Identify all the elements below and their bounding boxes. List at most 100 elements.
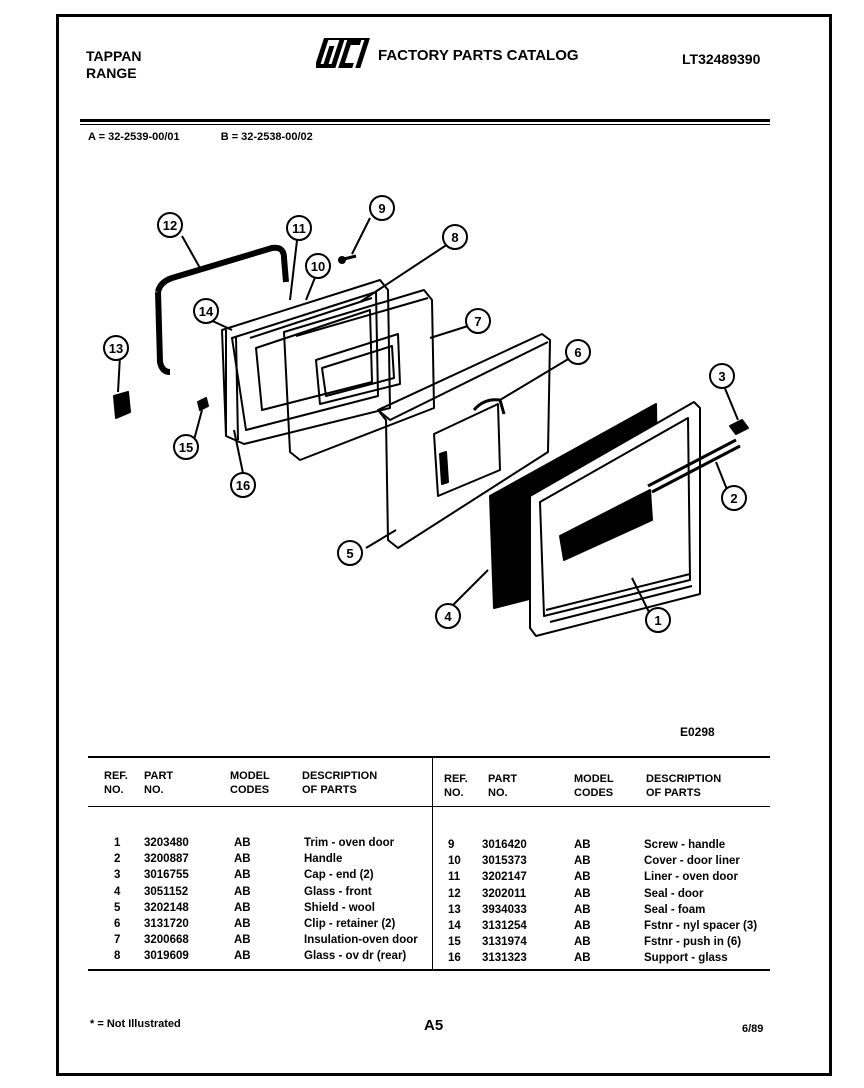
cell-ref: 3 bbox=[114, 869, 121, 882]
cell-desc: Support - glass bbox=[644, 952, 728, 965]
cell-desc: Cover - door liner bbox=[644, 855, 740, 868]
svg-text:14: 14 bbox=[199, 304, 214, 319]
svg-text:7: 7 bbox=[474, 314, 481, 329]
cell-desc: Glass - front bbox=[304, 885, 372, 898]
svg-text:4: 4 bbox=[444, 609, 452, 624]
cell-part: 3202148 bbox=[144, 901, 189, 914]
cell-ref: 13 bbox=[448, 903, 461, 916]
cell-part: 3934033 bbox=[482, 903, 527, 916]
cell-part: 3019609 bbox=[144, 950, 189, 963]
callout-3: 3 bbox=[709, 363, 735, 389]
svg-text:8: 8 bbox=[451, 230, 458, 245]
brand-line-1: TAPPAN bbox=[86, 48, 142, 64]
cell-ref: 12 bbox=[448, 887, 461, 900]
cell-ref: 1 bbox=[114, 837, 121, 849]
svg-text:10: 10 bbox=[311, 259, 325, 274]
callouts: 1 2 3 4 5 6 7 8 9 10 11 12 13 14 15 16 bbox=[103, 195, 747, 633]
cell-desc: Liner - oven door bbox=[644, 871, 738, 884]
callout-15: 15 bbox=[173, 434, 199, 460]
cell-codes: AB bbox=[574, 871, 591, 884]
header-model: MODEL CODES bbox=[230, 770, 270, 796]
cell-codes: AB bbox=[574, 920, 591, 932]
page-number: A5 bbox=[424, 1017, 444, 1034]
cell-codes: AB bbox=[574, 936, 591, 949]
cell-codes: AB bbox=[234, 869, 251, 882]
cell-part: 3131323 bbox=[482, 952, 527, 965]
cell-codes: AB bbox=[574, 887, 591, 900]
header-desc-right: DESCRIPTION OF PARTS bbox=[646, 773, 722, 799]
callout-1: 1 bbox=[645, 607, 671, 633]
cell-ref: 11 bbox=[448, 871, 461, 884]
shield-wool bbox=[377, 333, 551, 549]
header-part-right: PART NO. bbox=[488, 773, 518, 799]
header-desc: DESCRIPTION OF PARTS bbox=[302, 770, 378, 796]
cell-codes: AB bbox=[234, 885, 251, 898]
table-column-divider bbox=[432, 758, 433, 969]
cell-ref: 9 bbox=[448, 839, 455, 851]
header-rule-thin bbox=[80, 124, 770, 125]
cell-ref: 7 bbox=[114, 934, 121, 947]
svg-text:9: 9 bbox=[378, 201, 385, 216]
callout-13: 13 bbox=[103, 335, 129, 361]
cell-desc: Seal - foam bbox=[644, 903, 706, 916]
cell-part: 3016420 bbox=[482, 839, 527, 851]
page-frame bbox=[56, 14, 832, 1076]
cell-ref: 8 bbox=[114, 950, 121, 963]
header-model-right: MODEL CODES bbox=[574, 773, 614, 799]
svg-text:2: 2 bbox=[730, 491, 737, 506]
cell-codes: AB bbox=[234, 837, 251, 849]
date: 6/89 bbox=[742, 1023, 764, 1035]
catalog-title: FACTORY PARTS CATALOG bbox=[378, 47, 579, 64]
oven-door-liner bbox=[221, 279, 391, 445]
cell-ref: 16 bbox=[448, 952, 461, 965]
callout-8: 8 bbox=[442, 224, 468, 250]
cell-part: 3131254 bbox=[482, 920, 527, 932]
svg-text:3: 3 bbox=[718, 369, 725, 384]
handle bbox=[647, 438, 741, 494]
cell-codes: AB bbox=[234, 934, 251, 947]
oven-door-insulation bbox=[283, 289, 435, 461]
cell-part: 3131720 bbox=[144, 918, 189, 930]
callout-16: 16 bbox=[230, 472, 256, 498]
callout-7: 7 bbox=[465, 308, 491, 334]
cell-codes: AB bbox=[234, 901, 251, 914]
callout-14: 14 bbox=[193, 298, 219, 324]
cell-part: 3051152 bbox=[144, 885, 189, 898]
cell-ref: 14 bbox=[448, 920, 461, 932]
callout-9: 9 bbox=[369, 195, 395, 221]
catalog-number: LT32489390 bbox=[682, 51, 761, 67]
svg-text:6: 6 bbox=[574, 345, 581, 360]
svg-text:12: 12 bbox=[163, 218, 177, 233]
cell-ref: 15 bbox=[448, 936, 461, 949]
callout-4: 4 bbox=[435, 603, 461, 629]
cell-part: 3202147 bbox=[482, 871, 527, 884]
callout-10: 10 bbox=[305, 253, 331, 279]
cell-codes: AB bbox=[574, 855, 591, 868]
cell-codes: AB bbox=[234, 918, 251, 930]
callout-6: 6 bbox=[565, 339, 591, 365]
callout-2: 2 bbox=[721, 485, 747, 511]
svg-text:11: 11 bbox=[292, 221, 306, 236]
exploded-diagram: 1 2 3 4 5 6 7 8 9 10 11 12 13 14 15 16 bbox=[103, 195, 749, 637]
brand-line-2: RANGE bbox=[86, 65, 137, 81]
push-in-fastener bbox=[197, 397, 209, 411]
end-cap bbox=[729, 419, 749, 435]
svg-text:13: 13 bbox=[109, 341, 123, 356]
door-seal bbox=[155, 244, 289, 375]
table-top-rule bbox=[88, 756, 770, 758]
cell-part: 3015373 bbox=[482, 855, 527, 868]
brand-label: TAPPAN RANGE bbox=[86, 48, 141, 82]
cell-part: 3200887 bbox=[144, 853, 189, 866]
callout-12: 12 bbox=[157, 212, 183, 238]
cell-part: 3131974 bbox=[482, 936, 527, 949]
cell-ref: 4 bbox=[114, 885, 121, 898]
header-part: PART NO. bbox=[144, 770, 174, 796]
svg-text:16: 16 bbox=[236, 478, 250, 493]
model-list: A = 32-2539-00/01 B = 32-2538-00/02 bbox=[88, 131, 351, 143]
cell-codes: AB bbox=[574, 839, 591, 851]
foam-seal bbox=[113, 391, 131, 419]
cell-desc: Cap - end (2) bbox=[304, 869, 374, 882]
header-ref-right: REF. NO. bbox=[444, 773, 468, 799]
cell-part: 3200668 bbox=[144, 934, 189, 947]
header-rule bbox=[80, 119, 770, 122]
